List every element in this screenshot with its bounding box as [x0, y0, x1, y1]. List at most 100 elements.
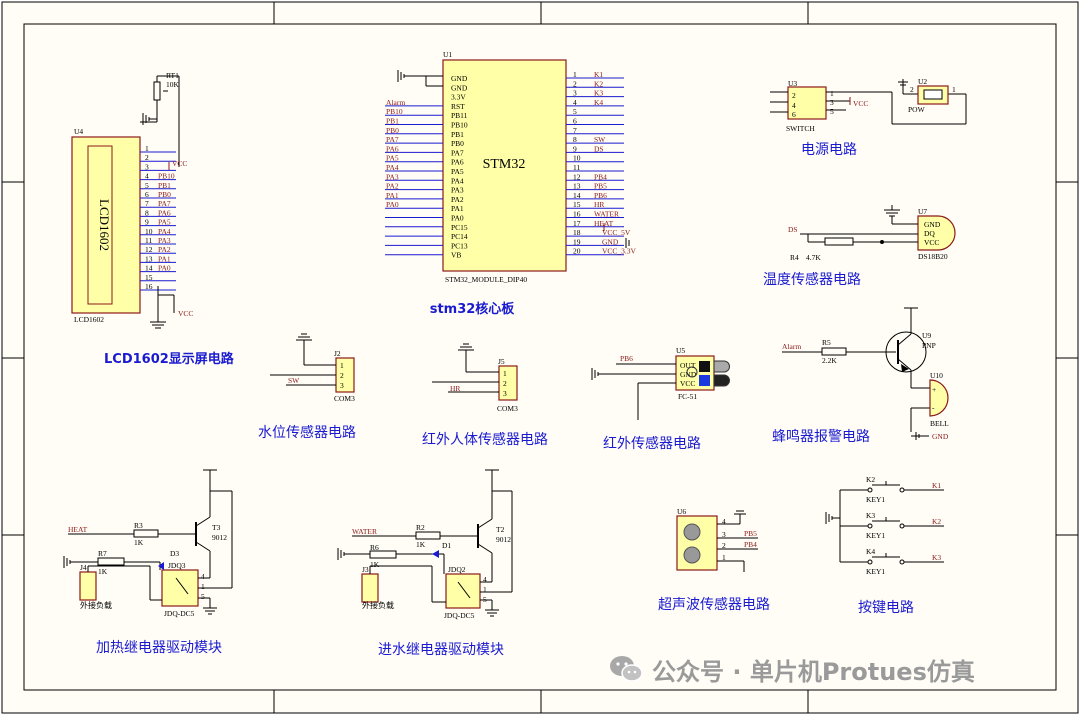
j5-pin-2: 2	[503, 379, 507, 388]
u5-pin-gnd: GND	[680, 370, 697, 379]
t3-ref: T3	[212, 523, 221, 532]
jdq2-part: JDQ-DC5	[444, 611, 475, 620]
key-net-label: K3	[932, 553, 941, 562]
watermark-text: 公众号 · 单片机Protues仿真	[652, 657, 975, 686]
u2-pin-2: 2	[910, 85, 914, 94]
jdq3-pin-5: 5	[201, 592, 205, 601]
u3-pin-6: 6	[792, 110, 796, 119]
u1-right-net-label: PB4	[594, 172, 607, 181]
lcd-pin-number: 13	[145, 254, 153, 263]
u1-left-net-label: PA4	[386, 163, 399, 172]
key-part: KEY1	[866, 567, 885, 576]
u1-pin-number: 2	[573, 79, 577, 88]
lcd-pin-number: 14	[145, 264, 153, 273]
u1-pin-number: 15	[573, 200, 581, 209]
inlet-relay-module: WATER R2 1K T2 9012 R6 1K D1 JDQ2 JDQ-DC…	[337, 469, 513, 658]
ultrasonic-circuit: U6 4 3 2 1 PB5 PB4 超声波传感器电路	[658, 507, 770, 613]
key-part: KEY1	[866, 531, 885, 540]
u5-led-blue	[699, 375, 710, 386]
jdq3-part: JDQ-DC5	[164, 609, 195, 618]
u6-pin-3: 3	[722, 530, 726, 539]
u1-module-label: STM32_MODULE_DIP40	[445, 275, 527, 284]
lcd-pin-number: 2	[145, 153, 149, 162]
j4-ref: J4	[80, 563, 87, 572]
r7-value: 1K	[98, 567, 108, 576]
u10-part: BELL	[930, 419, 949, 428]
lcd-pin-number: 5	[145, 181, 149, 190]
jdq2-pin-1: 1	[483, 585, 487, 594]
u6-pin-4: 4	[722, 517, 726, 526]
power-circuit: U3 2 4 6 1 3 5 SWITCH VCC U2 2 1 POW 电源电…	[770, 77, 967, 158]
u1-right-net-label: K1	[594, 70, 603, 79]
u2-pin-1: 1	[952, 85, 956, 94]
u1-pin-number: 16	[573, 210, 581, 219]
u1-right-net-label: SW	[594, 135, 606, 144]
lcd-ref: U4	[74, 127, 83, 136]
rt1-potentiometer	[140, 75, 180, 167]
lcd-gnd-symbol	[150, 286, 175, 329]
d3-ref: D3	[170, 549, 179, 558]
j5-pin-3: 3	[503, 389, 507, 398]
u5-receiver	[713, 374, 730, 387]
temp-wires	[800, 205, 918, 246]
u1-left-pin-label: PC13	[451, 241, 468, 250]
u1-left-net-label: PA3	[386, 172, 399, 181]
lcd-net-label: PB1	[158, 181, 171, 190]
r2-value: 1K	[416, 540, 426, 549]
j2-body	[335, 357, 355, 393]
lcd-pin-number: 3	[145, 162, 149, 171]
u10-ref: U10	[930, 371, 943, 380]
u1-pin-number: 11	[573, 163, 580, 172]
r5-ref: R5	[822, 338, 831, 347]
u1-left-net-label: PA5	[386, 154, 399, 163]
j5-part: COM3	[497, 404, 518, 413]
u10-plus: +	[932, 385, 936, 394]
jdq2-ref: JDQ2	[448, 565, 466, 574]
j3-load-label: 外接负载	[362, 600, 394, 610]
u1-right-net-label: DS	[594, 144, 604, 153]
u1-left-pin-label: PB0	[451, 139, 464, 148]
u1-right-net-label: WATER	[594, 210, 619, 219]
u1-left-net-label: PA0	[386, 200, 399, 209]
u5-led-black	[699, 361, 710, 372]
u6-ref: U6	[677, 507, 686, 516]
r6-ref: R6	[370, 543, 379, 552]
water-wires	[270, 333, 336, 386]
water-level-circuit: J2 1 2 3 COM3 SW 水位传感器电路	[258, 333, 356, 441]
j5-ref: J5	[498, 357, 505, 366]
lcd-net-label: PB10	[158, 172, 175, 181]
u1-left-pin-label: PB10	[451, 121, 468, 130]
jdq3-pin-4: 4	[201, 572, 205, 581]
u1-left-net-label: PA2	[386, 182, 399, 191]
title-pir: 红外人体传感器电路	[422, 431, 548, 448]
j2-pin-2: 2	[340, 371, 344, 380]
r2-ref: R2	[416, 523, 425, 532]
u6-transducer-2	[683, 546, 701, 564]
buzzer-gnd-label: GND	[932, 432, 949, 441]
key-part: KEY1	[866, 495, 885, 504]
u1-left-pin-label: PA1	[451, 204, 464, 213]
u1-right-net-label: VCC_3.3V	[602, 247, 637, 256]
u1-right-net-label: VCC_5V	[602, 228, 631, 237]
ir-wires	[591, 363, 676, 420]
u1-left-net-label: PB10	[386, 107, 403, 116]
ultra-net-pb5: PB5	[744, 529, 757, 538]
u7-ref: U7	[918, 207, 927, 216]
u1-left-pin-label: PA7	[451, 148, 464, 157]
title-heat: 加热继电器驱动模块	[96, 640, 222, 656]
pir-net-label: HR	[450, 384, 460, 393]
lcd-vcc-label: VCC	[172, 159, 187, 168]
heat-wires	[63, 469, 233, 615]
u1-pin-number: 12	[573, 172, 581, 181]
rt1-value: 10K	[166, 80, 180, 89]
lcd-net-label: PB0	[158, 190, 171, 199]
u1-right-net-label: PB5	[594, 182, 607, 191]
u1-pin-number: 9	[573, 144, 577, 153]
lcd-pin-number: 11	[145, 236, 152, 245]
key-ref: K2	[866, 475, 875, 484]
key-ref: K3	[866, 511, 875, 520]
j3-ref: J3	[362, 565, 369, 574]
u1-pin-number: 8	[573, 135, 577, 144]
